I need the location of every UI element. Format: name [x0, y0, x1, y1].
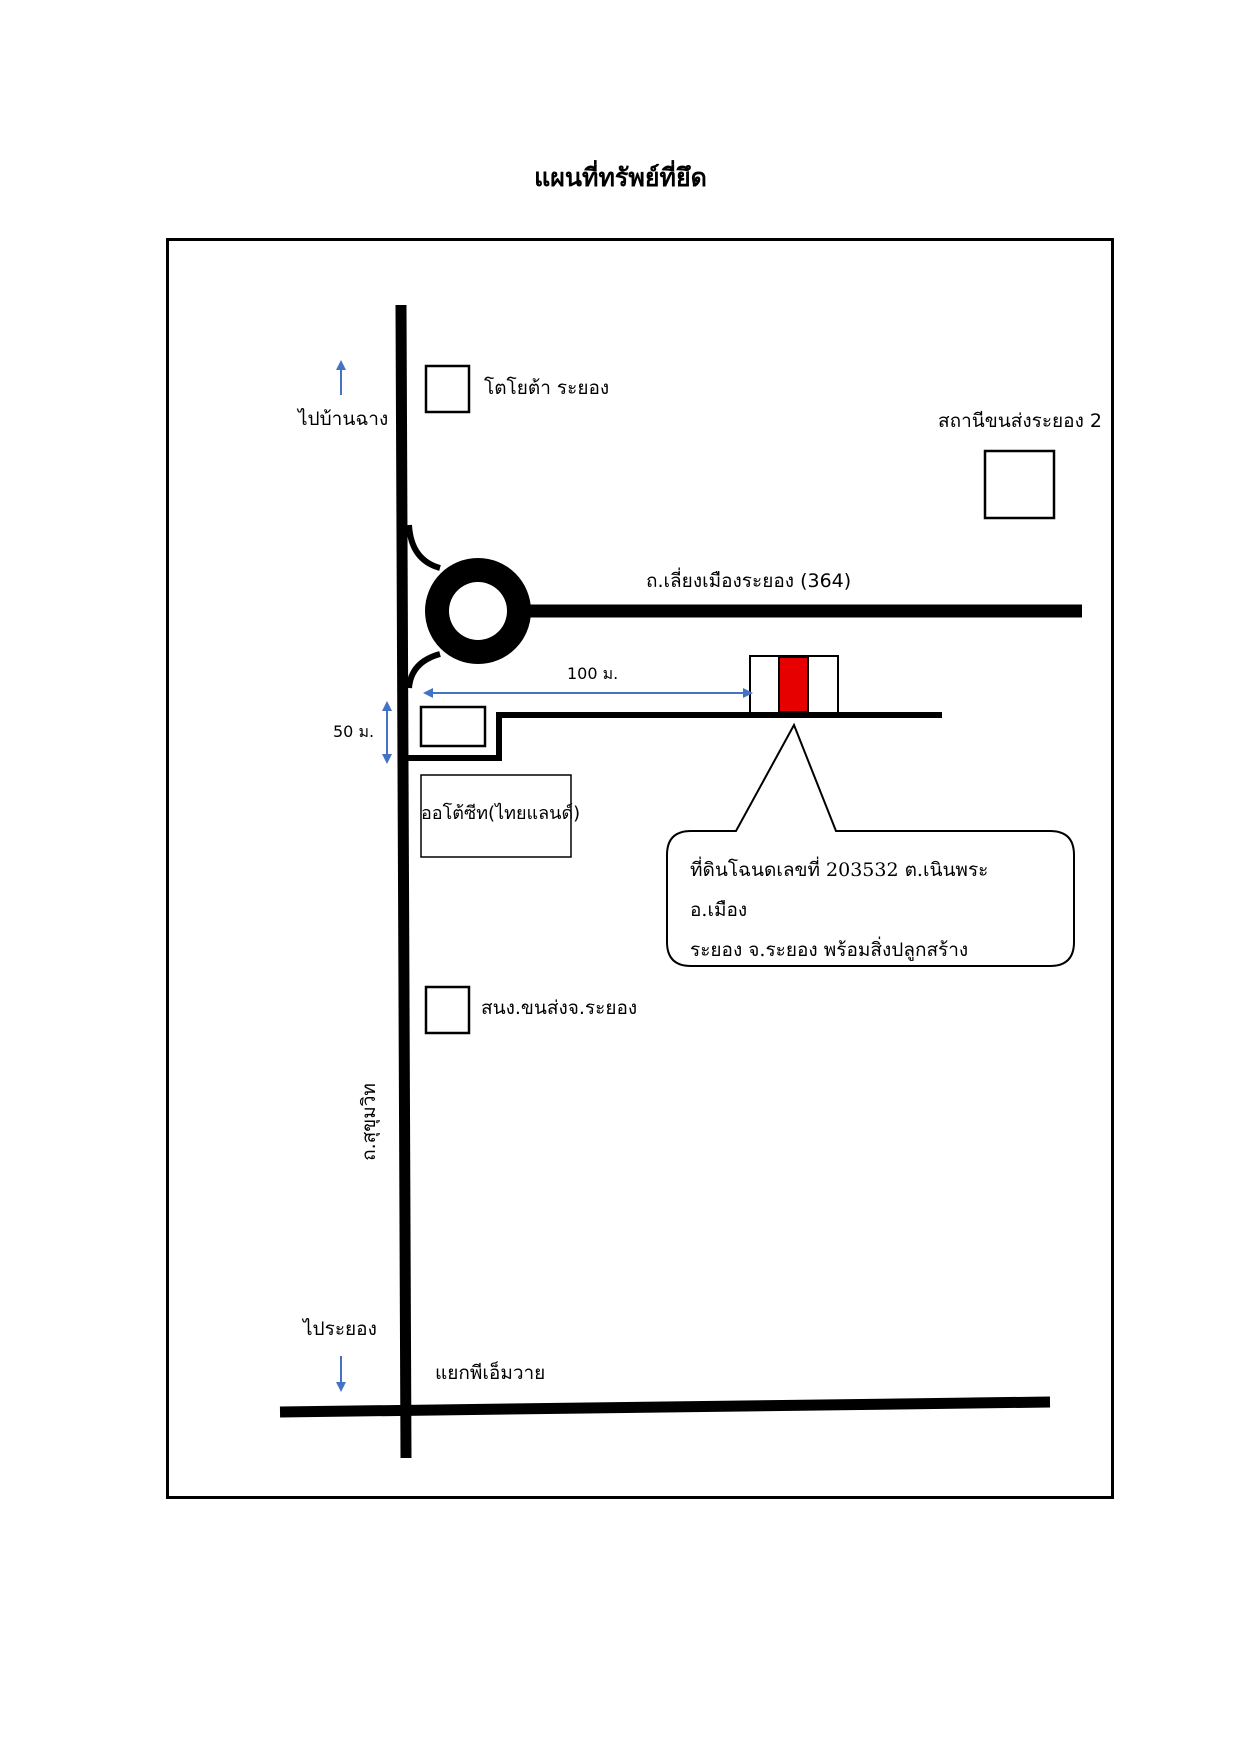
transport-office-box: [424, 985, 471, 1035]
transport-office-label: สนง.ขนส่งจ.ระยอง: [481, 997, 638, 1019]
sukhumvit-road: [395, 304, 412, 1459]
map-frame: [166, 238, 1114, 1499]
toyota-rayong-box: [424, 364, 471, 414]
pm-y-junction-road: [279, 1396, 1051, 1418]
callout-text: ที่ดินโฉนดเลขที่ 203532 ต.เนินพระ อ.เมือ…: [690, 850, 1050, 970]
roundabout-link-south: [406, 651, 441, 689]
sukhumvit-road-label: ถ.สุขุมวิท: [358, 1083, 380, 1161]
distance-50m-label: 50 ม.: [333, 722, 375, 741]
callout-bubble: [666, 722, 1075, 967]
roundabout-link-north: [406, 524, 441, 571]
seized-property-marker: [778, 656, 809, 713]
to-ban-chang-label: ไปบ้านฉาง: [298, 408, 389, 430]
pm-y-junction-label: แยกพีเอ็มวาย: [435, 1362, 546, 1384]
transport-station-2-box: [983, 449, 1056, 520]
autoseat-thailand-box: [420, 774, 572, 858]
bypass-road-label: ถ.เลี่ยงเมืองระยอง (364): [646, 570, 852, 592]
distance-100m-label: 100 ม.: [567, 664, 619, 683]
callout-line-2: ระยอง จ.ระยอง พร้อมสิ่งปลูกสร้าง: [690, 939, 969, 961]
page-title: แผนที่ทรัพย์ที่ยึด: [534, 163, 707, 192]
side-lane: [404, 712, 942, 761]
corner-building-box: [419, 705, 487, 748]
callout-line-1: ที่ดินโฉนดเลขที่ 203532 ต.เนินพระ อ.เมือ…: [690, 859, 989, 921]
autoseat-thailand-label: ออโต้ซีท(ไทยแลนด์): [421, 803, 581, 824]
to-rayong-label: ไประยอง: [303, 1318, 377, 1340]
transport-station-2-label: สถานีขนส่งระยอง 2: [938, 410, 1102, 432]
toyota-rayong-label: โตโยต้า ระยอง: [484, 377, 610, 399]
roundabout-island: [449, 582, 507, 640]
